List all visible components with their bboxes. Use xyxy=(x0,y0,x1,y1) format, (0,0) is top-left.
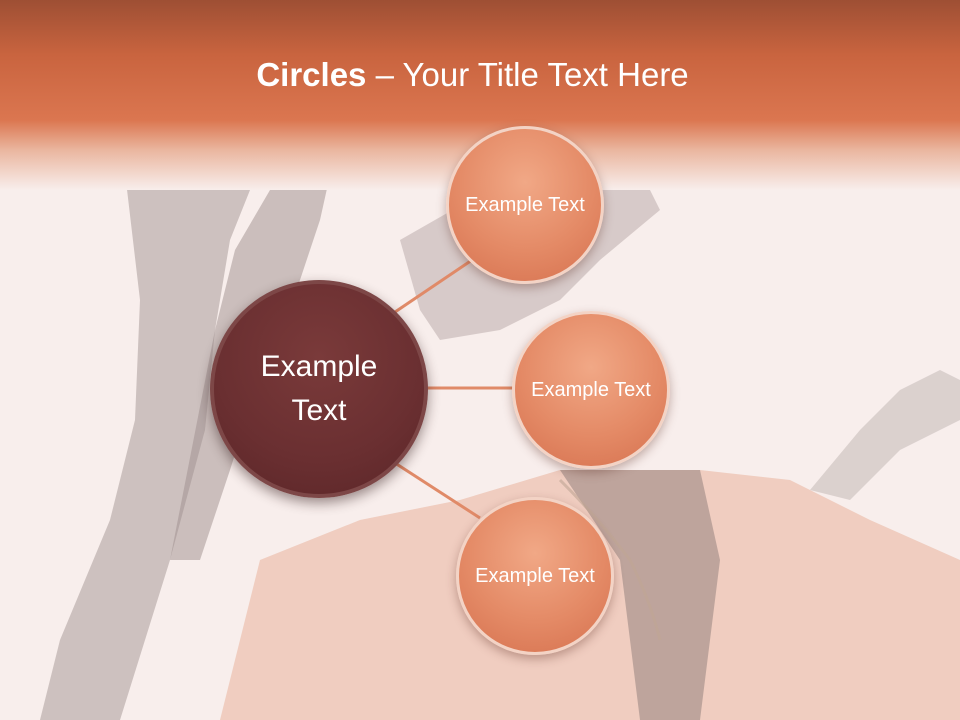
satellite-circle-bottom[interactable]: Example Text xyxy=(456,497,614,655)
title-rest: – Your Title Text Here xyxy=(366,56,689,93)
satellite-label-top: Example Text xyxy=(465,194,585,216)
satellite-label-bottom: Example Text xyxy=(475,565,595,587)
satellite-label-middle: Example Text xyxy=(531,379,651,401)
slide-title[interactable]: Circles – Your Title Text Here xyxy=(0,56,945,94)
connector-line-bottom xyxy=(394,461,481,520)
center-circle[interactable]: Example Text xyxy=(210,280,428,498)
satellite-circle-top[interactable]: Example Text xyxy=(446,126,604,284)
center-circle-label: Example Text xyxy=(260,350,378,427)
title-bold: Circles xyxy=(256,56,367,93)
satellite-circle-middle[interactable]: Example Text xyxy=(512,311,670,469)
connector-line-top xyxy=(394,256,476,314)
